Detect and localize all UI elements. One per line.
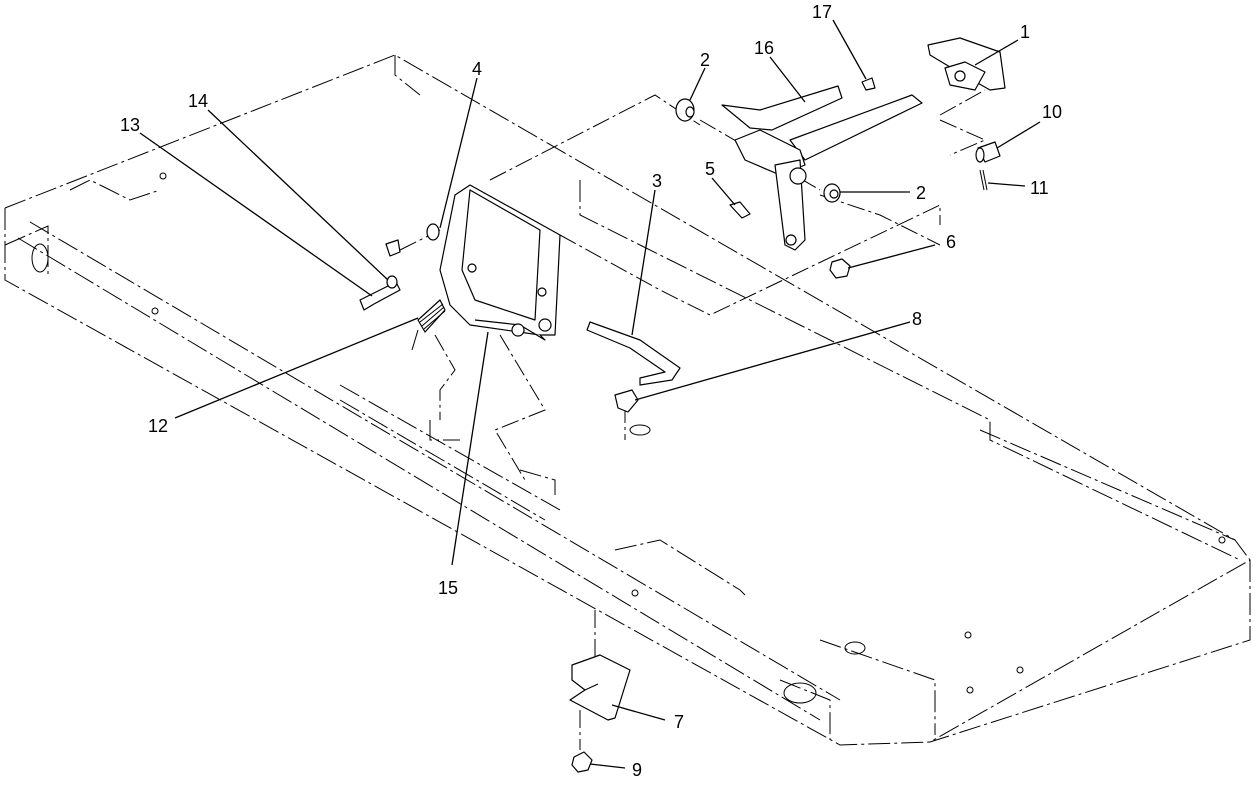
callout-2-lower: 2 — [916, 183, 926, 203]
callout-6: 6 — [946, 232, 956, 252]
callout-13: 13 — [120, 115, 140, 135]
cotter-pin-part — [979, 169, 988, 191]
linkage-rod-part — [586, 321, 681, 386]
callout-2-upper: 2 — [700, 50, 710, 70]
callout-labels: 1 2 2 3 4 5 6 7 8 9 10 11 12 13 14 15 16… — [120, 2, 1062, 780]
hex-bolt-part — [359, 281, 401, 311]
callout-3: 3 — [652, 171, 662, 191]
callout-16: 16 — [754, 38, 774, 58]
clevis-pin-part — [975, 141, 1001, 163]
pedal-pad-part — [927, 37, 1006, 91]
bumper-part — [614, 389, 651, 436]
pedal-bracket-part — [439, 184, 561, 341]
callout-4: 4 — [472, 59, 482, 79]
retaining-clip-part — [426, 223, 440, 241]
callout-17: 17 — [812, 2, 832, 22]
callout-11: 11 — [1030, 178, 1049, 198]
grease-fitting-part — [861, 77, 876, 91]
shoulder-bolt-part — [729, 201, 751, 219]
leader-lines — [139, 19, 1041, 769]
callout-8: 8 — [912, 309, 922, 329]
mounting-plate-part — [569, 654, 631, 721]
callout-1: 1 — [1020, 22, 1030, 42]
callout-10: 10 — [1042, 102, 1062, 122]
pedal-arm-part — [721, 85, 923, 251]
bushing-lower-part — [823, 183, 841, 203]
extension-spring-part — [411, 299, 446, 351]
bushing-upper-part — [675, 98, 695, 122]
callout-5: 5 — [705, 159, 715, 179]
callout-14: 14 — [188, 91, 208, 111]
assembly-phantom-lines — [399, 89, 987, 750]
carriage-bolt-part — [385, 239, 401, 257]
callout-15: 15 — [438, 578, 458, 598]
lock-washer-part — [386, 275, 398, 289]
callout-12: 12 — [148, 416, 168, 436]
bottom-nut-part — [571, 751, 593, 773]
callout-9: 9 — [632, 760, 642, 780]
mower-frame-outline — [4, 54, 1251, 746]
flange-nut-part — [829, 258, 851, 279]
callout-7: 7 — [674, 712, 684, 732]
